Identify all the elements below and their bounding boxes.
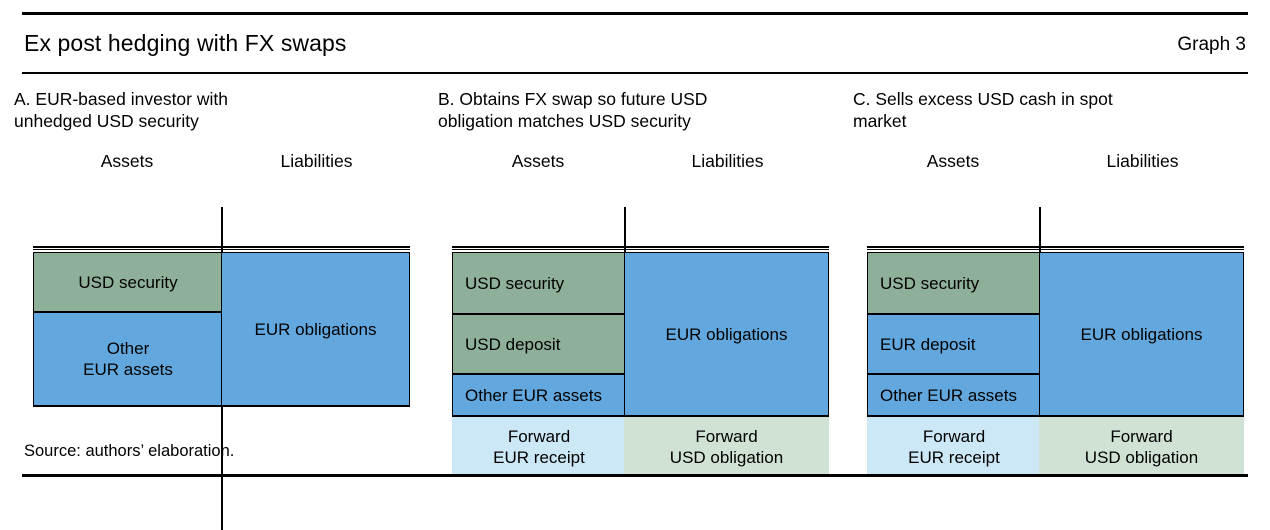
graph-number-label: Graph 3 (1177, 34, 1246, 55)
panel-a-title: A. EUR-based investor with unhedged USD … (14, 89, 228, 131)
page-title: Ex post hedging with FX swaps (24, 30, 347, 56)
liability-box-1: EUR obligations (221, 252, 410, 407)
asset-box-2: EUR deposit (867, 314, 1041, 374)
liabilities-column-header: Liabilities (280, 151, 353, 171)
footer-rule (22, 474, 1248, 477)
balance-sheet-top-rule (867, 246, 1244, 250)
panel-b-title: B. Obtains FX swap so future USD obligat… (438, 89, 708, 131)
liabilities-column-header: Liabilities (691, 151, 764, 171)
liabilities-column-header: Liabilities (1106, 151, 1179, 171)
source-note: Source: authors’ elaboration. (24, 442, 235, 460)
asset-box-3: Other EUR assets (452, 374, 626, 417)
balance-sheet-top-rule (452, 246, 829, 250)
header-bottom-rule (22, 72, 1248, 74)
asset-box-1: USD security (867, 252, 1041, 314)
panel-c-title: C. Sells excess USD cash in spot market (853, 89, 1113, 131)
asset-box-2: USD deposit (452, 314, 626, 374)
forward-asset-box: Forward EUR receipt (452, 417, 626, 477)
header-top-rule (22, 12, 1248, 15)
liability-box-1: EUR obligations (1039, 252, 1244, 417)
liability-box-1: EUR obligations (624, 252, 829, 417)
panel-a: A. EUR-based investor with unhedged USD … (14, 88, 414, 530)
balance-sheet-top-rule (33, 246, 410, 250)
forward-liability-box: Forward USD obligation (1039, 417, 1244, 477)
asset-box-2: Other EUR assets (33, 312, 223, 407)
asset-box-1: USD security (33, 252, 223, 312)
assets-column-header: Assets (511, 151, 565, 171)
forward-asset-box: Forward EUR receipt (867, 417, 1041, 477)
assets-column-header: Assets (926, 151, 980, 171)
assets-column-header: Assets (100, 151, 154, 171)
asset-box-3: Other EUR assets (867, 374, 1041, 417)
panel-b: B. Obtains FX swap so future USD obligat… (438, 88, 838, 477)
asset-box-1: USD security (452, 252, 626, 314)
forward-liability-box: Forward USD obligation (624, 417, 829, 477)
